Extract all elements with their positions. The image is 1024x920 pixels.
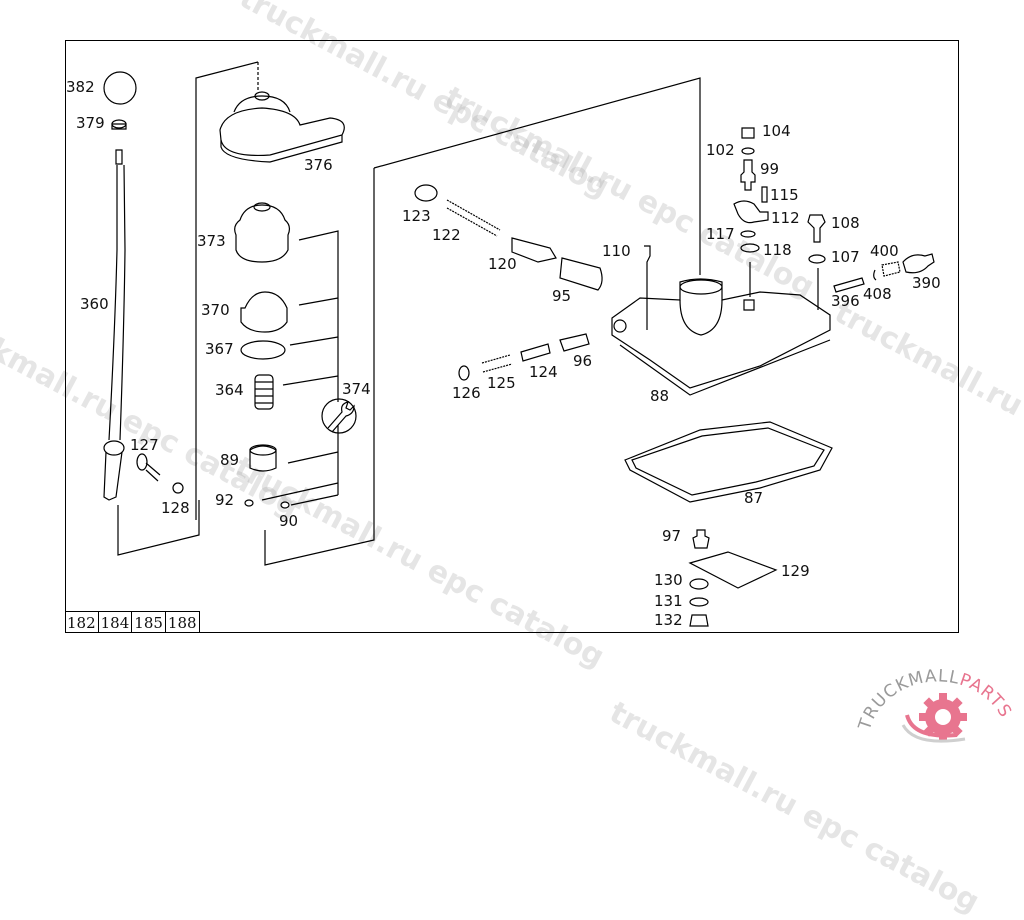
callout-label[interactable]: 102 xyxy=(706,141,735,159)
callout-label[interactable]: 120 xyxy=(488,255,517,273)
truckmall-parts-logo: TRUCKMALLPARTS xyxy=(855,666,1014,743)
housing-cover-icon xyxy=(612,279,830,395)
reference-page-link[interactable]: 182 xyxy=(67,614,96,632)
switch-icon xyxy=(903,254,934,273)
reference-page-link[interactable]: 184 xyxy=(97,612,132,633)
callout-label[interactable]: 379 xyxy=(76,114,105,132)
callout-label[interactable]: 123 xyxy=(402,207,431,225)
callout-label[interactable]: 370 xyxy=(201,301,230,319)
callout-label[interactable]: 367 xyxy=(205,340,234,358)
callout-label[interactable]: 374 xyxy=(342,380,371,398)
callout-label[interactable]: 127 xyxy=(130,436,159,454)
group-bracket-lever xyxy=(118,62,258,555)
callout-label[interactable]: 128 xyxy=(161,499,190,517)
callout-label[interactable]: 124 xyxy=(529,363,558,381)
callout-label[interactable]: 108 xyxy=(831,214,860,232)
callout-label[interactable]: 396 xyxy=(831,292,860,310)
callout-label[interactable]: 89 xyxy=(220,451,240,469)
callout-label[interactable]: 132 xyxy=(654,611,683,629)
parts-drawing xyxy=(0,0,1024,750)
callout-label[interactable]: 118 xyxy=(763,241,792,259)
callout-label[interactable]: 107 xyxy=(831,248,860,266)
callout-label[interactable]: 90 xyxy=(279,512,299,530)
callout-label[interactable]: 96 xyxy=(573,352,593,370)
sleeve-icon xyxy=(560,258,602,290)
ball-knob-icon xyxy=(104,72,136,104)
callout-label[interactable]: 126 xyxy=(452,384,481,402)
callout-label[interactable]: 360 xyxy=(80,295,109,313)
reference-page-link[interactable]: 188 xyxy=(164,612,199,633)
callout-label[interactable]: 122 xyxy=(432,226,461,244)
gasket-icon xyxy=(625,422,832,502)
callout-label[interactable]: 390 xyxy=(912,274,941,292)
callout-label[interactable]: 115 xyxy=(770,186,799,204)
callout-label[interactable]: 376 xyxy=(304,156,333,174)
callout-label[interactable]: 110 xyxy=(602,242,631,260)
disc-icon xyxy=(241,341,285,359)
callout-label[interactable]: 364 xyxy=(215,381,244,399)
callout-label[interactable]: 92 xyxy=(215,491,235,509)
bushing-icon xyxy=(250,446,276,471)
spring-icon xyxy=(255,375,273,409)
cap-icon xyxy=(241,292,287,332)
diagram-frame xyxy=(65,40,959,633)
inner-boot-icon xyxy=(235,203,290,262)
callout-label[interactable]: 131 xyxy=(654,592,683,610)
callout-label[interactable]: 129 xyxy=(781,562,810,580)
callout-label[interactable]: 382 xyxy=(66,78,95,96)
outer-boot-icon xyxy=(220,92,344,162)
plate-icon xyxy=(690,552,776,588)
reference-pages-table: 182 184 185 188 xyxy=(65,611,200,633)
callout-label[interactable]: 408 xyxy=(863,285,892,303)
callout-label[interactable]: 400 xyxy=(870,242,899,260)
callout-label[interactable]: 95 xyxy=(552,287,572,305)
shift-lever-icon xyxy=(104,150,125,500)
callout-label[interactable]: 130 xyxy=(654,571,683,589)
callout-label[interactable]: 373 xyxy=(197,232,226,250)
callout-label[interactable]: 88 xyxy=(650,387,670,405)
reference-page-link[interactable]: 185 xyxy=(131,612,165,633)
group-bracket-374 xyxy=(262,78,700,565)
callout-label[interactable]: 117 xyxy=(706,225,735,243)
callout-label[interactable]: 125 xyxy=(487,374,516,392)
callout-label[interactable]: 99 xyxy=(760,160,780,178)
callout-label[interactable]: 104 xyxy=(762,122,791,140)
repair-kit-wrench-icon xyxy=(322,399,356,433)
callout-label[interactable]: 97 xyxy=(662,527,682,545)
callout-label[interactable]: 87 xyxy=(744,489,764,507)
callout-label[interactable]: 112 xyxy=(771,209,800,227)
